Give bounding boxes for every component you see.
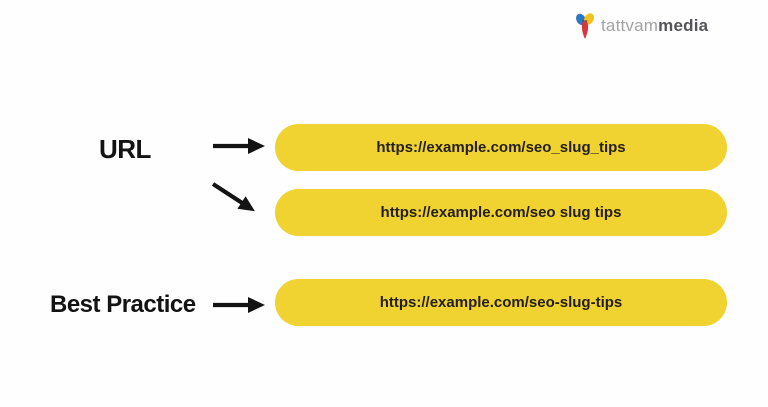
url-label: URL <box>99 134 151 164</box>
brand-logo: tattvam media <box>574 12 708 40</box>
best-practice-label: Best Practice <box>50 291 196 318</box>
url-pill-hyphens-text: https://example.com/seo-slug-tips <box>379 294 623 311</box>
right-arrow-icon <box>213 297 265 313</box>
diagonal-arrow-icon <box>211 182 255 212</box>
url-pill-hyphens: https://example.com/seo-slug-tips <box>275 279 727 326</box>
url-pill-underscores-text: https://example.com/seo_slug_tips <box>376 139 626 156</box>
tattvam-trefoil-icon <box>576 13 594 39</box>
brand-name-light: tattvam <box>601 16 659 35</box>
brand-name-bold: media <box>658 16 709 35</box>
right-arrow-icon <box>213 138 265 154</box>
url-pill-spaces-text: https://example.com/seo slug tips <box>380 204 622 221</box>
url-pill-underscores: https://example.com/seo_slug_tips <box>275 124 727 171</box>
url-pill-spaces: https://example.com/seo slug tips <box>275 189 727 236</box>
